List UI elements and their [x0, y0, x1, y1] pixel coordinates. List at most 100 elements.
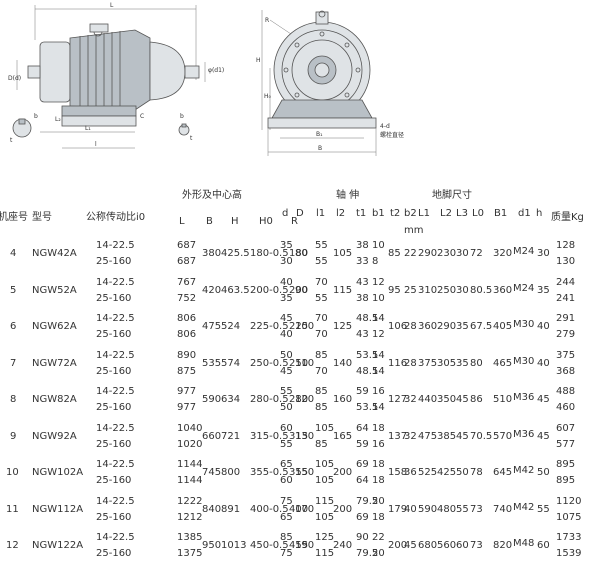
- table-cell: 5: [10, 284, 17, 296]
- table-cell: 73: [470, 503, 483, 515]
- table-cell: 315-0.5: [250, 430, 289, 442]
- table-cell: NGW42A: [32, 248, 77, 259]
- table-cell: 752: [177, 292, 197, 304]
- table-cell: 420: [202, 284, 222, 296]
- table-cell: 895: [556, 475, 576, 486]
- table-cell: 79.5: [356, 548, 379, 559]
- table-cell: 180-0.5: [250, 248, 289, 259]
- table-cell: 368: [556, 365, 576, 377]
- table-cell: 170: [295, 503, 315, 515]
- table-cell: 400-0.5: [250, 503, 289, 515]
- table-cell: 634: [221, 394, 241, 405]
- table-cell: 115: [333, 284, 353, 296]
- table-cell: 60: [537, 540, 550, 551]
- table-cell: 200: [333, 503, 353, 515]
- table-cell: 53.5: [356, 349, 379, 361]
- bolt-diameter-label: 螺栓直径: [380, 131, 404, 139]
- table-cell: 90: [356, 532, 369, 543]
- table-cell: 8: [372, 256, 379, 267]
- table-cell: 45: [456, 394, 469, 405]
- column-header: H0: [259, 216, 273, 227]
- table-cell: 38: [356, 292, 369, 304]
- table-cell: 95: [388, 284, 401, 296]
- table-cell: 560: [437, 540, 457, 551]
- table-cell: 53.5: [356, 402, 379, 413]
- table-cell: 577: [556, 438, 576, 450]
- column-header: d1: [518, 208, 531, 219]
- table-cell: 25-160: [96, 256, 132, 267]
- table-cell: 244: [556, 276, 576, 288]
- table-cell: NGW52A: [32, 284, 77, 296]
- dim-C-label: C: [140, 113, 144, 120]
- table-cell: 110: [295, 357, 315, 369]
- table-cell: 55: [315, 256, 328, 267]
- table-cell: 12: [372, 329, 385, 340]
- table-cell: 106: [388, 321, 408, 332]
- table-cell: 890: [177, 349, 197, 361]
- table-cell: 160: [333, 394, 353, 405]
- table-cell: 425.5: [221, 248, 250, 259]
- table-cell: 25-160: [96, 365, 132, 377]
- table-cell: 55: [456, 503, 469, 515]
- table-cell: 130: [556, 256, 576, 267]
- table-cell: 375: [556, 349, 576, 361]
- table-cell: 645: [493, 467, 513, 478]
- table-cell: 425: [437, 467, 457, 478]
- table-cell: 80: [295, 248, 308, 259]
- table-cell: 11: [6, 503, 19, 515]
- table-cell: 43: [356, 329, 369, 340]
- dim-t-label: t: [10, 137, 13, 144]
- column-header: b1: [372, 208, 385, 219]
- table-cell: 463.5: [221, 284, 250, 296]
- table-cell: 105: [315, 422, 335, 434]
- table-cell: 28: [404, 357, 417, 369]
- table-cell: 250: [437, 284, 457, 296]
- column-header: B: [206, 216, 213, 227]
- table-cell: 55: [315, 240, 328, 251]
- table-cell: 25: [404, 284, 417, 296]
- table-cell: 14: [372, 402, 385, 413]
- column-header: L1: [418, 208, 430, 219]
- column-header: l1: [316, 208, 326, 219]
- table-cell: 14-22.5: [96, 276, 135, 288]
- dim-b1-label: b: [180, 113, 184, 120]
- table-cell: 1733: [556, 532, 582, 543]
- column-header: d: [282, 208, 289, 219]
- table-cell: M42: [513, 465, 535, 476]
- table-cell: 36: [404, 467, 417, 478]
- table-cell: 45: [537, 430, 550, 442]
- table-cell: 16: [372, 386, 385, 397]
- table-cell: 1375: [177, 548, 203, 559]
- table-cell: 50: [280, 402, 293, 413]
- table-cell: 14-22.5: [96, 386, 135, 397]
- table-cell: 22: [404, 248, 417, 259]
- table-cell: NGW112A: [32, 503, 84, 515]
- table-cell: 350: [437, 394, 457, 405]
- table-cell: 25-160: [96, 511, 132, 523]
- table-cell: 50: [280, 349, 293, 361]
- table-cell: NGW102A: [32, 467, 84, 478]
- table-cell: 6: [10, 321, 17, 332]
- table-cell: 128: [556, 240, 576, 251]
- table-cell: 310: [418, 284, 438, 296]
- table-cell: 75: [280, 548, 293, 559]
- table-cell: 18: [372, 459, 385, 470]
- table-cell: 85: [315, 438, 328, 450]
- table-cell: 127: [388, 394, 408, 405]
- table-cell: 687: [177, 240, 197, 251]
- table-cell: 55: [280, 386, 293, 397]
- table-cell: 1385: [177, 532, 203, 543]
- table-cell: 200: [388, 540, 408, 551]
- table-cell: 1222: [177, 495, 203, 507]
- table-cell: 38: [356, 240, 369, 251]
- column-header: R: [291, 216, 298, 227]
- table-cell: 35: [280, 292, 293, 304]
- column-header: l2: [336, 208, 346, 219]
- table-cell: M30: [513, 319, 535, 330]
- table-cell: 740: [493, 503, 513, 515]
- dim-D-label: D(d): [8, 75, 21, 82]
- table-cell: 1040: [177, 422, 203, 434]
- table-cell: 40: [404, 503, 417, 515]
- table-cell: 64: [356, 422, 369, 434]
- table-cell: 180: [289, 248, 309, 259]
